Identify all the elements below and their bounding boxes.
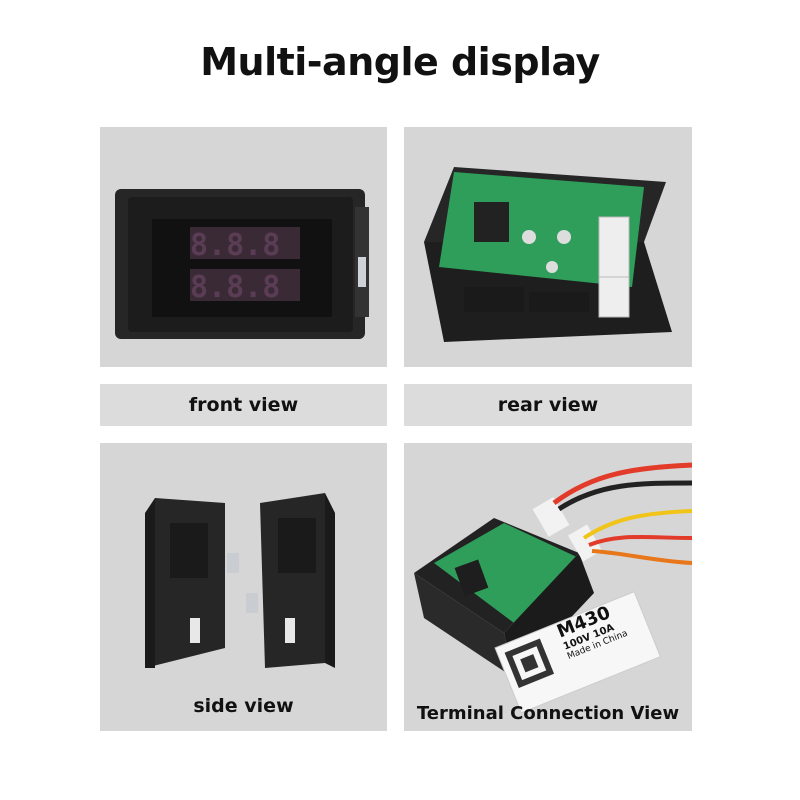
front-view-caption-bar: front view: [100, 384, 387, 426]
page-title: Multi-angle display: [200, 40, 600, 84]
front-view-caption: front view: [188, 394, 299, 416]
terminal-view-caption: Terminal Connection View: [416, 703, 680, 724]
svg-text:8.8.8: 8.8.8: [190, 228, 280, 263]
rear-view-caption-bar: rear view: [404, 384, 692, 426]
side-view-caption: side view: [193, 695, 294, 717]
side-view-image: side view: [100, 443, 387, 731]
rear-view-image: [404, 127, 692, 367]
front-view-image: 8.8.8 8.8.8: [100, 127, 387, 367]
terminal-connection-image: M430 100V 10A Made in China Terminal Con…: [404, 443, 692, 731]
svg-text:8.8.8: 8.8.8: [190, 270, 280, 305]
rear-view-caption: rear view: [497, 394, 599, 416]
